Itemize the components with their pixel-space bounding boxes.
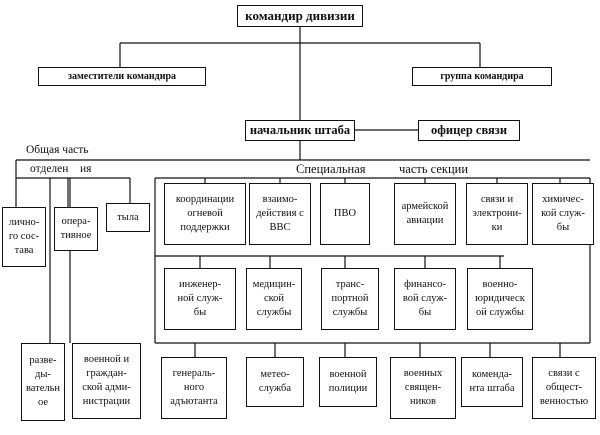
fire-coordination-box: координации огневой поддержки <box>164 183 246 245</box>
rear-section-box: тыла <box>106 203 150 232</box>
special-part-label-b: часть секции <box>399 162 469 177</box>
chaplains-box: военных священ- ников <box>390 357 456 419</box>
signal-officer-box: офицер связи <box>418 120 520 141</box>
commandant-box: коменда- нта штаба <box>461 357 523 407</box>
deputies-box: заместители командира <box>38 67 206 86</box>
air-defense-box: ПВО <box>320 183 370 245</box>
air-force-liaison-box: взаимо- действия с ВВС <box>249 183 311 245</box>
general-part-label-line2a: отделен <box>30 163 69 176</box>
general-part-label-line1: Общая часть <box>26 144 89 157</box>
army-aviation-box: армейской авиации <box>394 183 456 245</box>
personnel-section-box: лично- го сос- тава <box>2 207 46 267</box>
special-part-label-a: Специальная <box>296 162 366 177</box>
operations-section-box: опера- тивное <box>54 207 98 251</box>
reconnaissance-section-box: разве- ды- вательн ое <box>21 343 65 421</box>
finance-box: финансо- вой служ- бы <box>394 268 456 330</box>
adjutant-general-box: генераль- ного адъютанта <box>161 357 227 419</box>
chemical-box: химичес- кой служ- бы <box>532 183 594 245</box>
commander-box: командир дивизии <box>237 5 363 27</box>
meteo-box: метео- служба <box>246 357 304 407</box>
legal-box: военно- юридическ ой службы <box>467 268 533 330</box>
military-police-box: военной полиции <box>319 357 377 407</box>
transport-box: транс- портной службы <box>321 268 379 330</box>
civil-military-section-box: военной и граждан- ской адми- нистрации <box>72 343 141 419</box>
command-group-box: группа командира <box>412 67 552 86</box>
public-relations-box: связи с общест- венностью <box>532 357 596 419</box>
medical-box: медицин- ской службы <box>246 268 302 330</box>
general-part-label-line2b: ия <box>80 163 92 176</box>
chief-of-staff-box: начальник штаба <box>245 120 355 141</box>
electronics-box: связи и электрони- ки <box>466 183 528 245</box>
engineering-box: инженер- ной служ- бы <box>164 268 236 330</box>
